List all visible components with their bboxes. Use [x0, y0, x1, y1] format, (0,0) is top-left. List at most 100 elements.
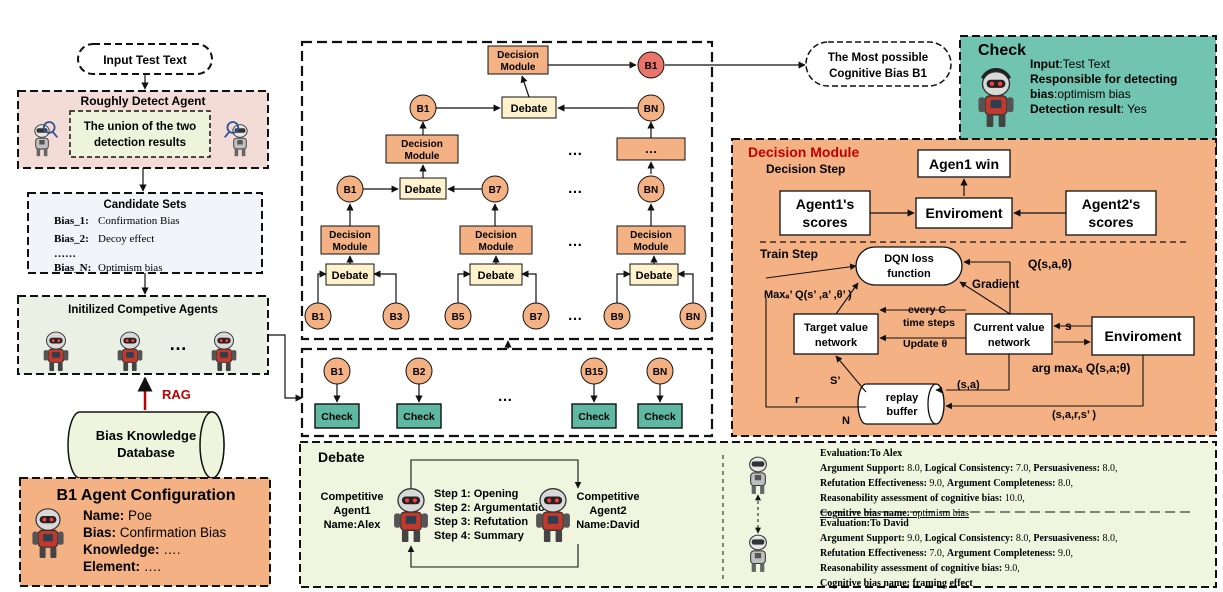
eval-key: Reasonability assessment of cognitive bi… [820, 493, 1002, 504]
bias-node-label: B5 [452, 312, 465, 323]
bias-node-label: B2 [413, 367, 426, 378]
check-label: Check [403, 411, 435, 423]
bias-node-label: BN [653, 367, 667, 378]
bias-node-label: B15 [585, 367, 604, 378]
n-label: N [842, 415, 850, 427]
eval-key: Argument Support: [820, 533, 905, 544]
agent2-line-3: Name:David [576, 519, 640, 531]
check-line-key: Detection result [1030, 102, 1121, 116]
check-label: Check [644, 411, 676, 423]
tree-ellipsis: … [568, 307, 583, 324]
check-line-key: bias [1030, 87, 1054, 101]
check-line-value: :optimism bias [1054, 87, 1131, 101]
debate-label: Debate [332, 270, 369, 282]
eval-value: framing effect [910, 578, 973, 589]
eval-key: Argument Completeness: [947, 548, 1056, 559]
bias-node-label: B1 [331, 367, 344, 378]
config-key: Element: [83, 559, 140, 574]
bias-node-label: B1 [312, 312, 325, 323]
update-theta-label: Update θ [903, 338, 948, 350]
evaluation-title: Evaluation:To David [820, 518, 909, 529]
eval-key: Argument Support: [820, 463, 905, 474]
check-label: Check [321, 411, 353, 423]
eval-value: 8.0, [1100, 533, 1118, 544]
bias-node-label: B7 [530, 312, 543, 323]
evaluation-line: Reasonability assessment of cognitive bi… [820, 563, 1020, 574]
eval-key: Refutation Effectiveness: [820, 478, 927, 489]
bias-node-label: BN [686, 312, 700, 323]
decision-label: Decision [401, 139, 443, 150]
check-panel-lines: Input:Test Text Responsible for detectin… [1030, 57, 1177, 116]
eval-value: optimism bias [910, 508, 969, 519]
bias-node-label: B1 [417, 104, 430, 115]
target-value-network-box [793, 313, 879, 355]
max-q-label: Maxₐ’ Q(s’ ,a’ ,θ’ ) [764, 289, 852, 301]
input-test-text-label: Input Test Text [103, 53, 187, 67]
check-line-value: :Test Text [1059, 57, 1110, 71]
every-c-line-2: time steps [903, 317, 955, 329]
candidate-value: Optimism bias [98, 262, 162, 274]
debate-step: Step 3: Refutation [434, 516, 528, 528]
replay-buffer [857, 383, 945, 425]
eval-key: Refutation Effectiveness: [820, 548, 927, 559]
union-box [69, 110, 211, 158]
eval-key: Cognitive bias name: [820, 508, 910, 519]
eval-value: 10.0, [1002, 493, 1025, 504]
sa-label: (s,a) [957, 379, 980, 391]
agent1-line-2: Agent1 [333, 505, 370, 517]
config-rows: Name: Poe Bias: Confirmation Bias Knowle… [83, 508, 227, 574]
evaluation-line: Reasonability assessment of cognitive bi… [820, 493, 1025, 504]
svg-text:Input:Test Text: Input:Test Text [1030, 57, 1110, 71]
svg-text:Detection result: Yes: Detection result: Yes [1030, 102, 1147, 116]
svg-text:bias:optimism bias: bias:optimism bias [1030, 87, 1131, 101]
dqn-line-2: function [887, 268, 931, 280]
svg-text:Name: Poe: Name: Poe [83, 508, 152, 523]
check-line-key: Input [1030, 57, 1059, 71]
debate-step: Step 1: Opening [434, 488, 518, 500]
eval-key: Evaluation:To David [820, 518, 909, 529]
debate-label: Debate [636, 270, 673, 282]
config-key: Name: [83, 508, 124, 523]
decision-label: Decision [497, 50, 539, 61]
agent2-scores-line-2: scores [1088, 214, 1133, 230]
bias-knowledge-database [67, 411, 225, 479]
agent2-line-2: Agent2 [589, 505, 626, 517]
config-value: Confirmation Bias [116, 525, 227, 540]
check-line-key: Responsible for detecting [1030, 72, 1177, 86]
svg-text:Element: ….: Element: …. [83, 559, 161, 574]
bias-node-label: B9 [611, 312, 624, 323]
eval-key: Persuasiveness: [1033, 533, 1100, 544]
check-box [396, 403, 442, 429]
check-line-value: : Yes [1121, 102, 1147, 116]
debate-label: Debate [511, 103, 548, 115]
agent2-scores-line-1: Agent2's [1082, 196, 1141, 212]
current-line-1: Current value [974, 322, 1045, 334]
gradient-label: Gradient [972, 279, 1019, 291]
evaluation-line: Refutation Effectiveness: 9.0, Argument … [820, 478, 1073, 489]
candidate-sets-title: Candidate Sets [103, 199, 186, 211]
tree-ellipsis: … [568, 233, 583, 250]
union-line-2: detection results [94, 137, 186, 149]
decision-module-panel [731, 138, 1217, 437]
module-label: Module [634, 242, 669, 253]
svg-text:Knowledge: ….: Knowledge: …. [83, 542, 181, 557]
decision-module-box [487, 45, 549, 75]
config-value: …. [160, 542, 181, 557]
check-box [571, 403, 617, 429]
config-key: Bias: [83, 525, 116, 540]
eval-value: 8.0, [1100, 463, 1118, 474]
bias-node-label: BN [644, 185, 658, 196]
union-line-1: The union of the two [84, 121, 196, 133]
evaluation-line: Argument Support: 8.0, Logical Consisten… [820, 463, 1118, 474]
target-line-2: network [815, 337, 858, 349]
candidate-value: Confirmation Bias [98, 215, 180, 227]
dqn-line-1: DQN loss [884, 253, 934, 265]
enviroment-box [915, 197, 1013, 229]
debate-label: Debate [405, 184, 442, 196]
s-prime-label: S’ [830, 375, 840, 387]
eval-key: Logical Consistency: [925, 463, 1014, 474]
evaluation-line: Refutation Effectiveness: 7.0, Argument … [820, 548, 1073, 559]
roughly-detect-agent-title: Roughly Detect Agent [81, 94, 206, 108]
